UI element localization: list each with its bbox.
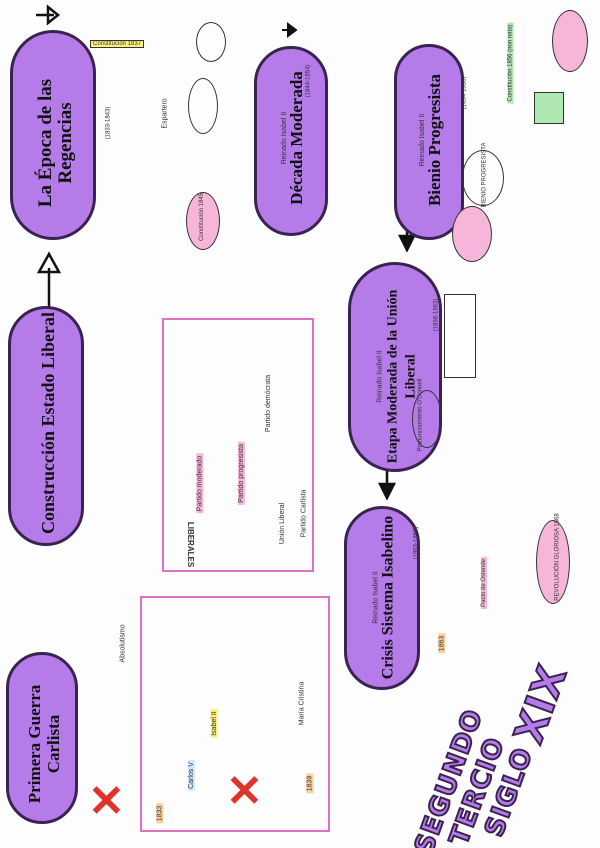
section-carlista: Primera Guerra Carlista: [6, 652, 78, 824]
pacto-ostende: Pacto de Ostende: [481, 556, 488, 610]
carlos-v: Carlos V: [187, 760, 195, 791]
section-crisis-kicker: Reinado Isabel II: [372, 571, 380, 624]
arrow-icon: [378, 470, 396, 500]
section-crisis-label: Crisis Sistema Isabelino: [379, 515, 397, 680]
pronunciamiento-vicalvaro-oval: [452, 206, 492, 262]
pronunciamiento-odonnell-oval: [412, 390, 442, 448]
section-regencias-label: La Época de las Regencias: [35, 78, 76, 208]
arrow-icon: [36, 251, 62, 310]
section-crisis: Reinado Isabel II Crisis Sistema Isabeli…: [344, 506, 420, 690]
title-line-4: XIX: [505, 658, 577, 750]
revolucion-oval: [536, 520, 570, 604]
partido-democrata: Partido demócrata: [265, 374, 273, 433]
year-1839: 1839: [306, 773, 314, 794]
arrow-icon: [36, 4, 61, 26]
title-stamp: SEGUNDO TERCIO SIGLO XIX: [408, 631, 600, 848]
year-1863: 1863: [438, 633, 446, 654]
arrow-icon: [282, 22, 298, 38]
progresista-years: (1854-1856): [461, 76, 468, 110]
maria-cristina-oval: [196, 22, 226, 62]
bienio-oval-text: BIENIO PROGRESISTA: [481, 142, 488, 208]
espartero-note: Espartero: [161, 98, 169, 129]
section-carlista-label: Primera Guerra Carlista: [25, 684, 63, 804]
narvaez-oval: [188, 78, 218, 134]
section-progresista-label: Bienio Progresista: [425, 73, 444, 207]
crisis-years: (1863-1868): [413, 526, 420, 560]
moderada-years: (1844-1854): [305, 64, 312, 98]
section-progresista: Reinado Isabel II Bienio Progresista: [394, 44, 464, 240]
section-moderada: Reinado Isabel II Década Moderada: [254, 46, 328, 236]
constitucion-1856: Constitución 1856 (non nata): [507, 22, 514, 104]
cross-icon: ✕: [226, 767, 263, 816]
cross-icon: ✕: [88, 777, 125, 826]
sticky-note: [534, 92, 564, 124]
union-liberal-note: Unión Liberal: [279, 502, 287, 545]
constitucion-1845: Constitución 1845: [199, 192, 206, 242]
carlista-events-box: [140, 596, 330, 832]
bienio-oval: [462, 150, 504, 206]
revolucion-1868: REVOLUCIÓN GLORIOSA 1868: [554, 513, 561, 601]
union-box: [444, 294, 476, 378]
union-years: (1856-1863): [433, 298, 440, 332]
section-construccion-label: Construcción Estado Liberal: [38, 312, 58, 535]
section-union-kicker: Reinado Isabel II: [376, 350, 384, 403]
pronunciamiento-odonnell: Pronunciamiento O'Donnell: [417, 378, 424, 452]
absolutismo-note: Absolutismo: [119, 624, 127, 663]
year-1833: 1833: [156, 803, 164, 824]
maria-cristina: María Cristina: [298, 681, 306, 726]
partido-carlista: Partido Carlista: [300, 489, 308, 538]
section-regencias: La Época de las Regencias: [10, 30, 96, 240]
liberales-heading: LIBERALES: [186, 521, 196, 568]
isabel-ii: Isabel II: [210, 709, 218, 738]
pink-oval: [552, 10, 588, 72]
section-construccion: Construcción Estado Liberal: [8, 306, 84, 546]
liberales-box: [162, 318, 314, 572]
regencias-years: (1833-1843): [105, 106, 112, 140]
constitucion-1837: Constitución 1837: [90, 40, 145, 48]
constitucion-1845-oval: [186, 192, 220, 250]
partido-progresista: Partido progresista: [237, 442, 245, 505]
partido-moderado: Partido moderado: [196, 453, 204, 514]
section-union-label: Etapa Moderada de la Unión Liberal: [385, 289, 419, 464]
section-moderada-label: Década Moderada: [287, 71, 306, 205]
